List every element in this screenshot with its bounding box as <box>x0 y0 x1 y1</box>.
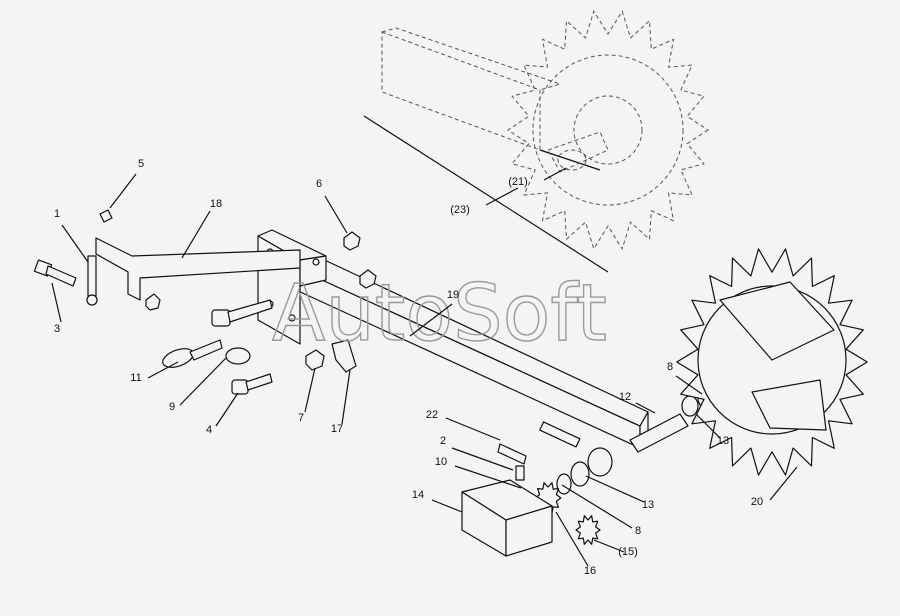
leader-line <box>675 375 703 395</box>
leader-line <box>769 466 798 501</box>
ghost-frame-beam <box>363 27 609 273</box>
leader-line <box>181 210 211 259</box>
leader-line <box>485 187 519 206</box>
callout-label-c21: (21) <box>508 176 528 188</box>
callout-label-c15: (15) <box>618 546 638 558</box>
leader-line <box>409 303 453 337</box>
callout-layer: 1234567889101112131314(15)1617181920(21)… <box>51 158 798 577</box>
callout-label-c20: 20 <box>751 496 763 508</box>
leader-line <box>585 475 645 503</box>
callout-label-c18: 18 <box>210 198 222 210</box>
callout-label-c22: 22 <box>426 409 438 421</box>
leader-line <box>593 539 625 553</box>
leader-line <box>51 282 62 323</box>
leader-line <box>179 357 227 406</box>
callout-label-c4: 4 <box>206 424 212 436</box>
leader-line <box>109 173 137 209</box>
nut-and-clip <box>305 339 357 373</box>
cover-box <box>461 479 553 557</box>
leader-line <box>555 511 589 567</box>
bracket-bolts <box>145 231 377 395</box>
leader-line <box>543 167 567 181</box>
callout-label-c12: 12 <box>619 391 631 403</box>
star-wheel <box>676 248 868 476</box>
leader-line <box>61 224 89 263</box>
callout-label-c10: 10 <box>435 456 447 468</box>
leader-line <box>445 417 501 441</box>
callout-label-c23: (23) <box>450 204 470 216</box>
callout-label-c13b: 13 <box>642 499 654 511</box>
callout-label-c14: 14 <box>412 489 424 501</box>
callout-label-c7: 7 <box>298 412 304 424</box>
leader-line <box>695 413 721 439</box>
callout-label-c8a: 8 <box>667 361 673 373</box>
callout-label-c9: 9 <box>169 401 175 413</box>
leader-line <box>324 195 348 234</box>
callout-label-c11: 11 <box>130 372 141 384</box>
callout-label-c16: 16 <box>584 565 596 577</box>
leader-line <box>561 484 633 529</box>
leader-line <box>431 499 463 513</box>
leader-line <box>215 392 239 427</box>
pin-and-ring <box>162 339 251 368</box>
leader-line <box>304 367 316 413</box>
callout-label-c1: 1 <box>54 208 60 220</box>
ghost-star-wheel <box>507 10 709 250</box>
leader-line <box>635 402 656 414</box>
main-bar <box>295 255 649 449</box>
callout-label-c17: 17 <box>331 423 343 435</box>
callout-label-c6: 6 <box>316 178 322 190</box>
callout-label-c3: 3 <box>54 323 60 335</box>
support-arm <box>95 237 301 301</box>
callout-label-c5: 5 <box>138 158 144 170</box>
callout-label-c13a: 13 <box>717 435 729 447</box>
callout-label-c19: 19 <box>447 289 459 301</box>
leader-line <box>454 465 522 489</box>
leader-line <box>147 361 179 379</box>
leader-line <box>341 369 351 425</box>
callout-label-c2: 2 <box>440 435 446 447</box>
callout-label-c8b: 8 <box>635 525 641 537</box>
bolts-left <box>33 209 113 306</box>
leader-line <box>451 447 514 471</box>
